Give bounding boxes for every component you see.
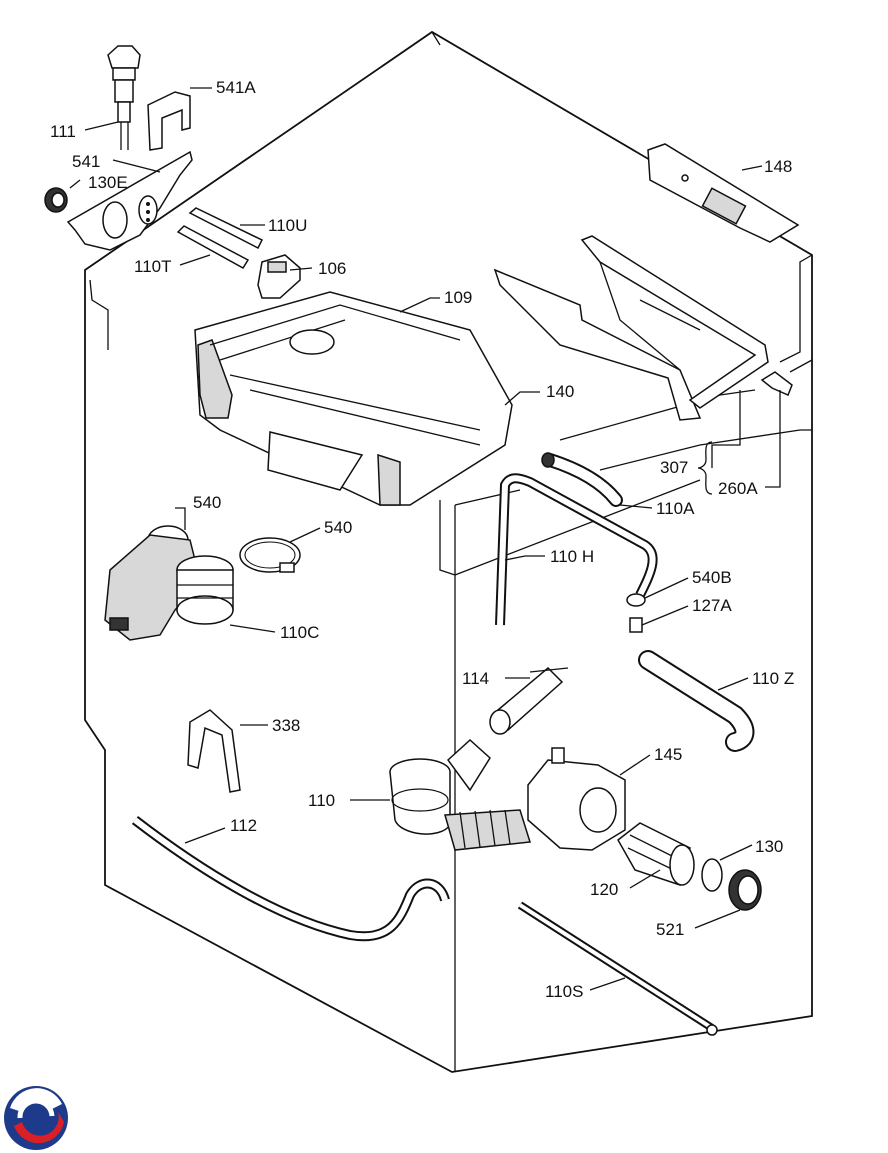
label-120: 120 [590, 880, 618, 899]
brace-307 [697, 441, 713, 495]
part-541-bracket [66, 150, 193, 251]
part-109-dispenser-housing [194, 291, 513, 506]
part-110-sump [389, 738, 531, 851]
part-145-pump-housing [527, 747, 626, 851]
label-110h: 110 H [550, 547, 594, 566]
label-110: 110 [308, 791, 335, 810]
label-106: 106 [318, 259, 346, 278]
part-260a-clip [760, 371, 793, 396]
part-106-valve [257, 254, 301, 299]
label-541: 541 [72, 152, 100, 171]
part-338-clip [187, 709, 241, 793]
part-127a-nozzle [629, 617, 643, 633]
label-110t: 110T [134, 257, 172, 276]
label-112: 112 [230, 816, 257, 835]
part-114-sensor [489, 666, 569, 735]
label-260a: 260A [718, 479, 758, 498]
label-148: 148 [764, 157, 792, 176]
label-130: 130 [755, 837, 783, 856]
part-labels: 111 541A 541 130E 110U 110T 106 109 148 … [50, 78, 794, 1001]
label-540-lower: 540 [324, 518, 352, 537]
label-110z: 110 Z [752, 669, 794, 688]
part-110s-rod [517, 901, 718, 1036]
part-521-cap [728, 869, 762, 911]
label-145: 145 [654, 745, 682, 764]
label-109: 109 [444, 288, 472, 307]
brand-logo-icon [4, 1086, 68, 1150]
part-541a-clip [147, 91, 191, 151]
part-111-valve-connector [107, 45, 141, 150]
part-110t-tube [176, 225, 250, 270]
label-111: 111 [50, 122, 76, 141]
label-540b: 540B [692, 568, 732, 587]
part-130e-cap [44, 187, 68, 213]
part-110a-hose [541, 452, 623, 507]
label-521: 521 [656, 920, 684, 939]
part-110c-bellows [104, 534, 234, 641]
part-540-clamp-lower [239, 537, 301, 573]
part-130-seal [701, 858, 723, 892]
leader-lines [69, 87, 781, 991]
label-110c: 110C [280, 623, 319, 642]
label-127a: 127A [692, 596, 732, 615]
label-541a: 541A [216, 78, 256, 97]
part-140-detergent-drawer [493, 235, 769, 421]
label-110a: 110A [656, 499, 695, 518]
label-110u: 110U [268, 216, 307, 235]
part-540b-clamp [626, 593, 646, 607]
label-338: 338 [272, 716, 300, 735]
part-120-filter [617, 822, 695, 886]
label-130e: 130E [88, 173, 128, 192]
part-112-drain-hose [131, 816, 450, 942]
part-110u-tube [188, 207, 264, 250]
label-307: 307 [660, 458, 688, 477]
label-540-upper: 540 [193, 493, 221, 512]
part-110z-hose [638, 650, 755, 752]
label-110s: 110S [545, 982, 583, 1001]
label-114: 114 [462, 669, 489, 688]
part-110h-hose [495, 473, 658, 626]
label-140: 140 [546, 382, 574, 401]
part-148-top-cover [647, 143, 800, 243]
